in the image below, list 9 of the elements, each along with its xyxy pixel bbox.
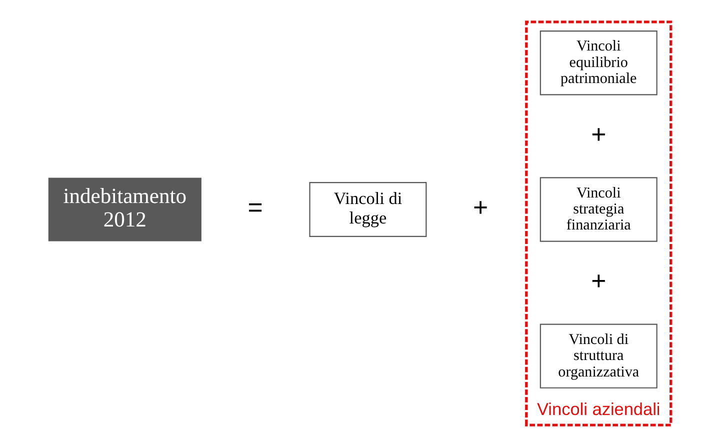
- label: +: [472, 194, 488, 222]
- node-box: Vincoli equilibrio patrimoniale: [539, 30, 657, 95]
- label: =: [247, 194, 262, 222]
- label: +: [590, 266, 606, 295]
- node-box: Vincoli di struttura organizzativa: [539, 323, 657, 388]
- node-box: Vincoli di legge: [308, 182, 426, 236]
- node-box: indebitamento 2012: [48, 177, 201, 241]
- node-box: Vincoli strategia finanziaria: [539, 176, 657, 242]
- label: +: [590, 120, 606, 148]
